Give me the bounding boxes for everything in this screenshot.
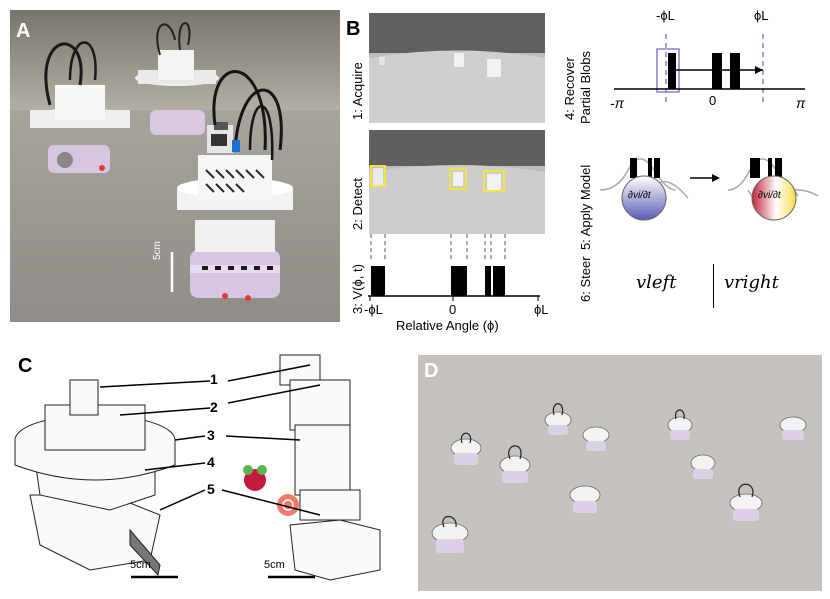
- x-axis-label: Relative Angle (ϕ): [396, 318, 499, 333]
- apply-model-plot: [599, 158, 819, 221]
- panel-c-illustration: [14, 354, 381, 581]
- tick-phi-l: ϕL: [534, 302, 549, 317]
- callout-4: 4: [207, 454, 215, 470]
- step-4-label-line2: Partial Blobs: [578, 51, 593, 124]
- p4-phi-l: ϕL: [754, 8, 769, 23]
- panel-label-a: A: [16, 20, 31, 42]
- robot-exploded: [279, 354, 381, 581]
- callout-3: 3: [207, 427, 215, 443]
- scale-label-c-left: 5cm: [130, 559, 151, 571]
- v-left-label: vleft: [636, 272, 677, 293]
- panel-a-illustration: [10, 10, 340, 322]
- panel-label-d: D: [424, 360, 439, 382]
- model-expr-left: ∂vi/∂t: [628, 190, 651, 201]
- blob-bar: [485, 266, 491, 296]
- step-2-label: 2: Detect: [350, 177, 365, 230]
- v-right-label: vright: [724, 272, 779, 293]
- tick-neg-phi-l: -ϕL: [364, 302, 383, 317]
- step-6-label: 6: Steer: [578, 256, 593, 302]
- recover-blobs-plot: [614, 34, 805, 104]
- model-circle-right: [751, 175, 797, 221]
- acquire-image: [369, 13, 545, 123]
- leader-lines: [99, 364, 321, 516]
- robot-assembled: [14, 379, 176, 577]
- detect-image: [369, 130, 545, 234]
- panel-d-photo: [418, 355, 822, 591]
- robot-swarm-cables: [442, 403, 754, 528]
- panel-label-b: B: [346, 18, 361, 40]
- model-circle-left: [621, 175, 667, 221]
- p4-zero: 0: [709, 93, 717, 108]
- raspberry-pi-icon: [243, 465, 267, 491]
- p4-neg-phi-l: -ϕL: [656, 8, 675, 23]
- step-5-label: 5: Apply Model: [578, 164, 593, 250]
- robot-blob: [454, 53, 464, 67]
- model-expr-right: ∂vi/∂t: [758, 190, 781, 201]
- robot-swarm: [431, 411, 807, 544]
- robot-swarm-bases: [436, 425, 804, 553]
- p4-neg-pi: -π: [610, 95, 625, 111]
- callout-1: 1: [210, 371, 218, 387]
- detection-box: [483, 170, 505, 192]
- scale-label-a: 5cm: [152, 241, 163, 260]
- robot-front: [177, 70, 293, 301]
- blob-bar: [371, 266, 385, 296]
- blob-bar: [451, 266, 467, 296]
- robot-back-right: [135, 22, 219, 135]
- detection-box: [449, 168, 467, 190]
- steer-divider: [713, 264, 714, 308]
- p4-pi: π: [796, 95, 806, 111]
- visual-field-plot: [368, 234, 540, 301]
- scale-label-c-right: 5cm: [264, 559, 285, 571]
- panel-label-c: C: [18, 355, 33, 377]
- detection-box: [370, 165, 386, 187]
- robot-blob: [487, 59, 501, 77]
- callout-2: 2: [210, 399, 218, 415]
- callout-5: 5: [207, 481, 215, 497]
- robot-back-left: [30, 41, 130, 173]
- step-1-label: 1: Acquire: [350, 62, 365, 120]
- blob-bar: [493, 266, 505, 296]
- panel-a-photo: 5cm: [10, 10, 340, 322]
- step-4-label-line1: 4: Recover: [562, 57, 577, 120]
- tick-zero: 0: [449, 302, 457, 317]
